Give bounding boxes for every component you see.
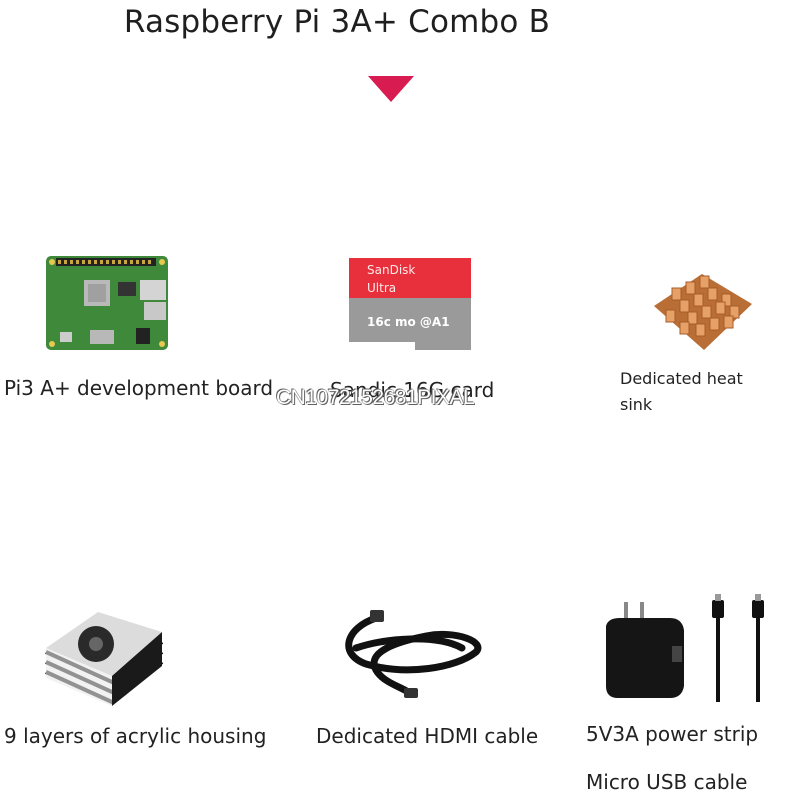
page-title: Raspberry Pi 3A+ Combo B	[123, 4, 551, 40]
item-label-board: Pi3 A+ development board	[4, 376, 274, 400]
item-label-heat-sink: Dedicated heat sink	[620, 369, 743, 414]
item-label-hdmi-cable: Dedicated HDMI cable	[316, 724, 539, 748]
item-label-acrylic-housing: 9 layers of acrylic housing	[4, 724, 267, 748]
watermark-text: CN1072152681PIXAL	[276, 386, 475, 409]
acrylic-case-icon	[45, 612, 164, 706]
sd-brand-text: SanDisk	[367, 263, 415, 277]
down-arrow-icon	[368, 76, 414, 102]
item-label-micro-usb-cable: Micro USB cable	[586, 770, 748, 794]
item-label-power-strip: 5V3A power strip	[586, 722, 759, 746]
heat-sink-icon	[654, 274, 752, 350]
raspberry-pi-board-icon	[46, 256, 168, 350]
sd-card-icon: SanDisk Ultra 16c mo @A1	[349, 258, 471, 350]
hdmi-cable-icon	[345, 610, 482, 698]
power-adapter-icon	[606, 594, 764, 702]
item-label-sd-card: Sandic 16G card	[330, 378, 495, 402]
sd-line-text: Ultra	[367, 281, 396, 295]
sd-capacity-text: 16c mo @A1	[367, 315, 450, 329]
